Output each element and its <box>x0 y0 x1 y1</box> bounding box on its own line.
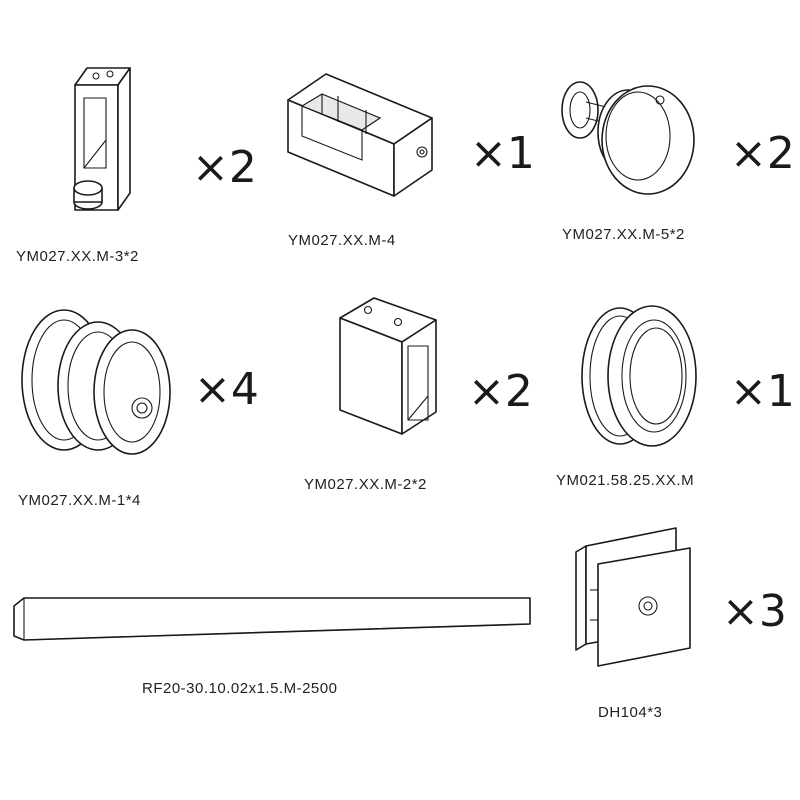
quantity-dh104: ×3 <box>722 586 787 637</box>
part-code-m2: YM027.XX.M-2*2 <box>304 476 427 493</box>
part-code-m4: YM027.XX.M-4 <box>288 232 396 249</box>
glass-clamp-hinge-icon <box>572 524 702 674</box>
part-code-ym021: YM021.58.25.XX.M <box>556 472 695 489</box>
quantity-m5: ×2 <box>730 128 795 179</box>
quantity-m3: ×2 <box>192 142 257 193</box>
part-code-m5: YM027.XX.M-5*2 <box>562 226 685 243</box>
quantity-m2: ×2 <box>468 366 533 417</box>
part-code-m1: YM027.XX.M-1*4 <box>18 492 141 509</box>
flat-bar-rail-icon <box>10 594 540 654</box>
part-code-dh104: DH104*3 <box>598 704 663 721</box>
quantity-m1: ×4 <box>194 364 259 415</box>
grooved-roller-wheel-icon <box>14 300 174 470</box>
u-channel-bracket-icon <box>282 66 452 206</box>
part-code-rail: RF20-30.10.02x1.5.M-2500 <box>142 680 338 697</box>
quantity-ym021: ×1 <box>730 366 795 417</box>
rectangular-clamp-with-knob-icon <box>60 60 140 220</box>
round-ring-handle-icon <box>578 300 702 450</box>
round-stopper-knob-icon <box>556 70 706 200</box>
quantity-m4: ×1 <box>470 128 535 179</box>
rectangular-glass-holder-icon <box>336 296 446 440</box>
part-code-m3: YM027.XX.M-3*2 <box>16 248 139 265</box>
